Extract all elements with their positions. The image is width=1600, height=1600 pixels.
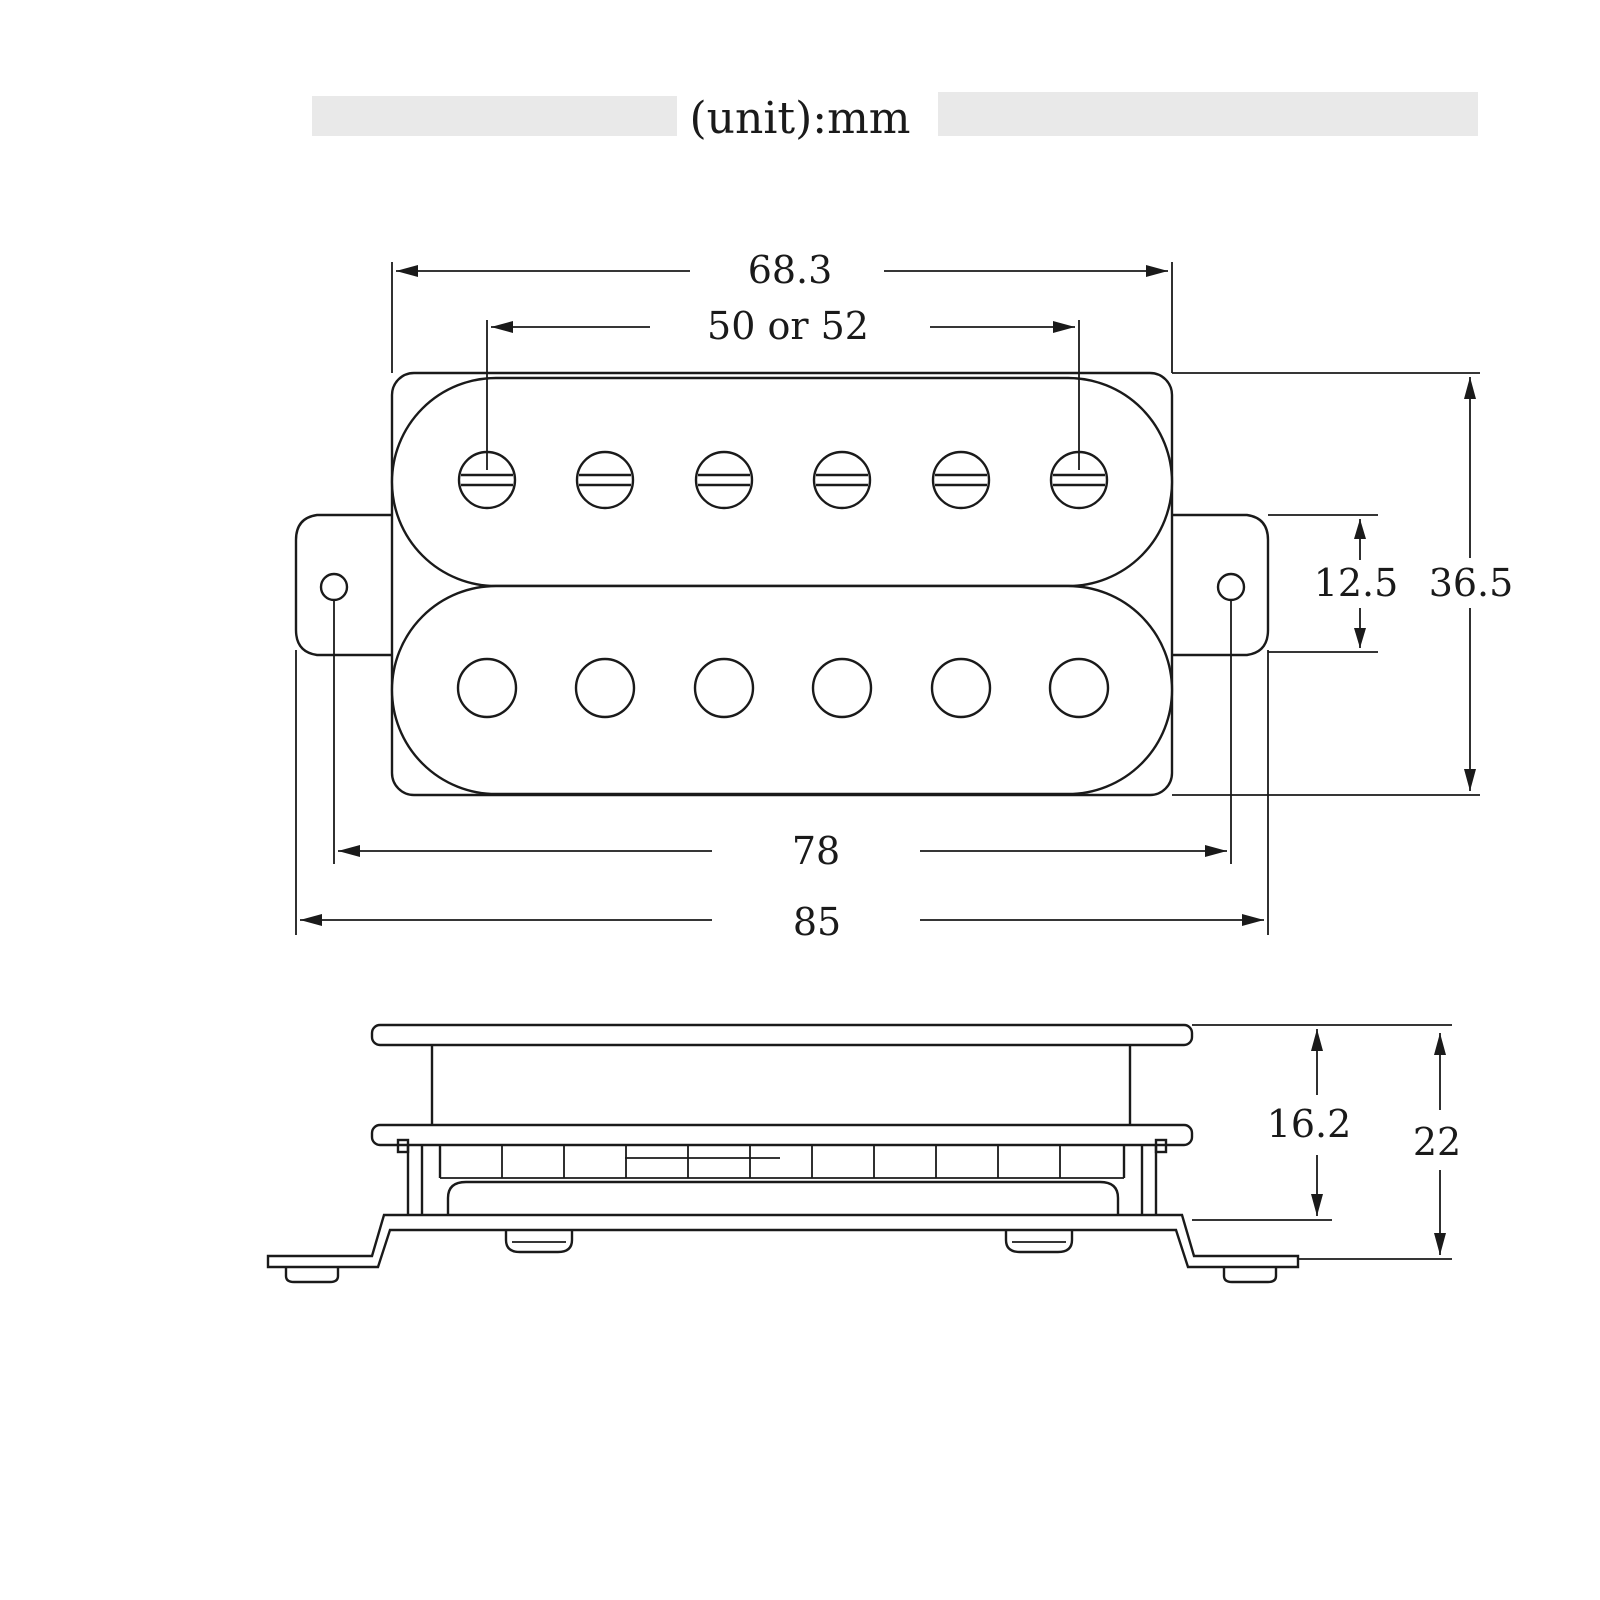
scan-smudge-left: [312, 96, 677, 136]
mounting-tab-right: [1172, 513, 1270, 657]
tab-screw-left: [284, 1267, 340, 1284]
unit-label: (unit):mm: [689, 93, 910, 144]
slug: [693, 657, 755, 719]
slug: [1048, 657, 1110, 719]
upper-bobbin: [390, 376, 1174, 588]
pole-screw: [575, 450, 635, 510]
bobbin-section: [438, 1145, 1126, 1179]
dim-tab-height: 12.5: [1314, 561, 1399, 605]
side-view-dimensions: 16.2 22: [1192, 1024, 1461, 1260]
dim-pole-spacing: 50 or 52: [707, 304, 869, 348]
pole-screw: [812, 450, 872, 510]
tab-screw-right: [1222, 1267, 1278, 1284]
dim-body-height: 16.2: [1267, 1102, 1352, 1146]
dim-mount-hole-spacing: 78: [792, 829, 840, 873]
cover-flange-top: [370, 1023, 1194, 1047]
screw-head: [1004, 1230, 1074, 1254]
dim-cover-width: 68.3: [748, 248, 833, 292]
top-view: [294, 371, 1270, 797]
slotted-pole-screws: [457, 450, 1109, 510]
top-view-dimensions: 68.3 50 or 52 78 85 36.5 12.5: [295, 248, 1514, 944]
slug: [811, 657, 873, 719]
slug: [574, 657, 636, 719]
screw-head: [504, 1230, 574, 1254]
mounting-hole-right: [1216, 572, 1246, 602]
cover-flange-bottom: [370, 1123, 1194, 1147]
mounting-tab-left: [294, 513, 392, 657]
lower-bobbin: [390, 584, 1174, 796]
magnet-bar: [446, 1180, 1120, 1215]
dim-total-height: 22: [1413, 1120, 1461, 1164]
mounting-hole-left: [319, 572, 349, 602]
dim-overall-length: 85: [793, 900, 841, 944]
plain-slugs: [456, 657, 1110, 719]
pole-screw: [931, 450, 991, 510]
slug: [456, 657, 518, 719]
scan-smudge-right: [938, 92, 1478, 136]
slug: [930, 657, 992, 719]
pole-screw: [694, 450, 754, 510]
baseplate-profile: [266, 1213, 1300, 1269]
dim-width-height: 36.5: [1429, 561, 1514, 605]
side-view: [266, 1023, 1300, 1284]
